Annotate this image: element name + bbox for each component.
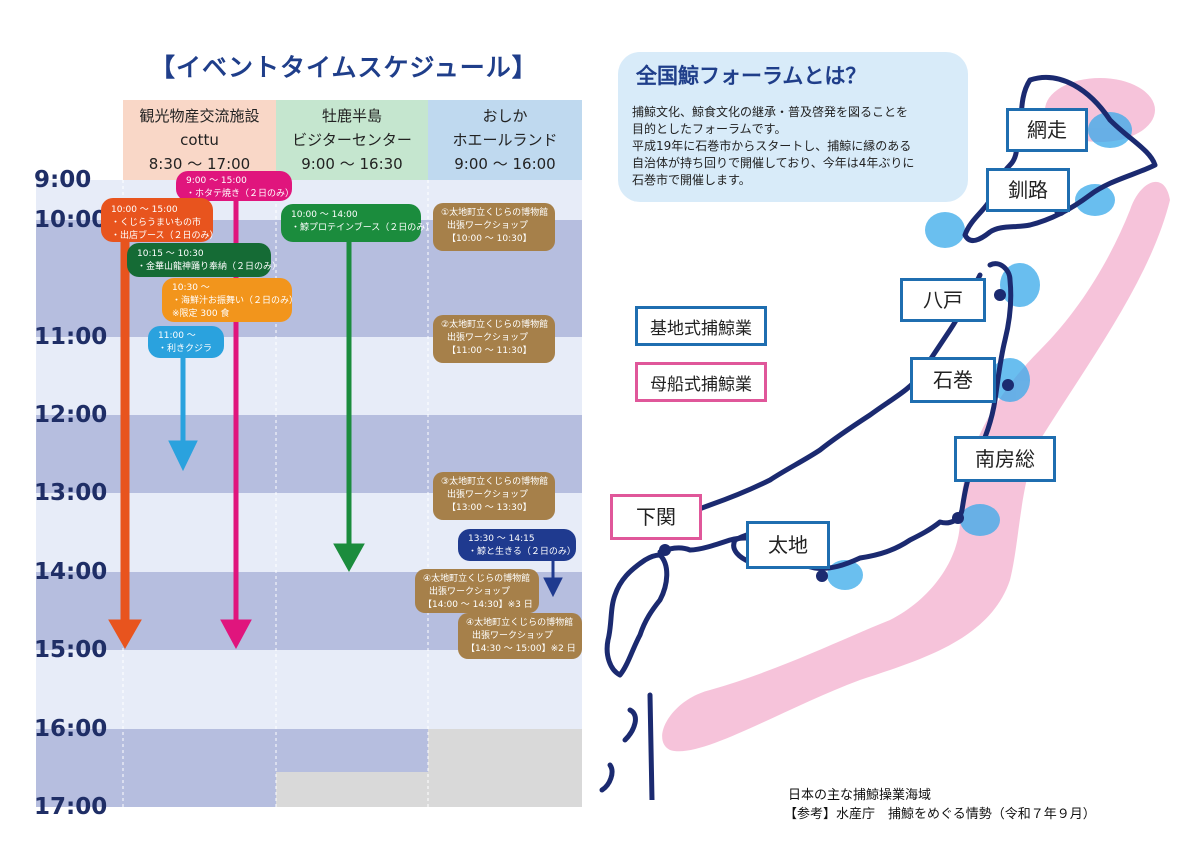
time-label: 10:00 <box>34 207 108 233</box>
venue-name: 牡鹿半島 <box>321 107 382 125</box>
forum-text-line: 目的としたフォーラムです。 <box>632 122 787 136</box>
venue-hours: 9:00 〜 16:30 <box>301 155 403 173</box>
event-time: 13:30 〜 14:15 <box>468 534 535 544</box>
port-kushiro: 釧路 <box>986 168 1070 212</box>
arrow-kikikujira <box>168 352 198 472</box>
forum-text-line: 自治体が持ち回りで開催しており、今年は4年ぶりに <box>632 156 915 170</box>
venue-hours: 9:00 〜 16:00 <box>454 155 556 173</box>
caption-source: 【参考】水産庁 捕鯨をめぐる情勢（令和７年９月） <box>784 807 1096 822</box>
venue-subname: ホエールランド <box>452 131 558 149</box>
workshop-subtitle: 出張ワークショップ <box>447 490 529 500</box>
venue-subname: cottu <box>180 131 219 149</box>
event-time: 11:00 〜 <box>158 331 196 341</box>
time-label: 17:00 <box>34 794 108 820</box>
port-hachinohe: 八戸 <box>900 278 986 322</box>
arrow-kujira-market <box>108 240 142 650</box>
workshop-subtitle: 出張ワークショップ <box>472 631 554 641</box>
time-label: 11:00 <box>34 324 108 350</box>
forum-text-line: 平成19年に石巻市からスタートし、捕鯨に縁のある <box>632 139 912 153</box>
event-kikikujira: 11:00 〜 ・利きクジラ <box>148 326 224 358</box>
forum-text-line: 石巻市で開催します。 <box>632 173 751 187</box>
event-hotate: 9:00 〜 15:00 ・ホタテ焼き（２日のみ） <box>176 171 295 201</box>
time-label: 12:00 <box>34 402 108 428</box>
mothership-zone <box>662 181 1170 752</box>
event-label: ・くじらうまいもの市 <box>111 218 202 228</box>
forum-title: 全国鯨フォーラムとは？ <box>636 64 867 88</box>
port-ishinomaki: 石巻 <box>910 357 996 403</box>
event-label: ・ホタテ焼き（２日のみ） <box>186 189 295 199</box>
event-workshop-4a: ④太地町立くじらの博物館 出張ワークショップ 【14:00 〜 14:30】※3… <box>415 569 539 613</box>
workshop-title: ②太地町立くじらの博物館 <box>441 320 549 330</box>
arrow-protein <box>333 230 365 573</box>
forum-description: 捕鯨文化、鯨食文化の継承・普及啓発を図ることを 目的としたフォーラムです。 平成… <box>632 104 914 189</box>
event-workshop-3: ③太地町立くじらの博物館 出張ワークショップ 【13:00 〜 13:30】 <box>433 472 555 520</box>
event-time: 9:00 〜 15:00 <box>186 176 247 186</box>
venue-header-visitor-center: 牡鹿半島 ビジターセンター 9:00 〜 16:30 <box>276 100 428 180</box>
workshop-time: 【14:30 〜 15:00】※2 日 <box>466 644 576 654</box>
event-kaisenjiru: 10:30 〜 ・海鮮汁お振舞い（２日のみ） ※限定 300 食 <box>162 278 299 322</box>
port-minamiboso: 南房総 <box>954 436 1056 482</box>
workshop-title: ④太地町立くじらの博物館 <box>423 574 531 584</box>
workshop-title: ④太地町立くじらの博物館 <box>466 618 574 628</box>
venue-header-whale-land: おしか ホエールランド 9:00 〜 16:00 <box>428 100 582 180</box>
legend-mothership-whaling: 母船式捕鯨業 <box>635 362 767 402</box>
map-caption: 日本の主な捕鯨操業海域 【参考】水産庁 捕鯨をめぐる情勢（令和７年９月） <box>784 786 1096 824</box>
time-label: 16:00 <box>34 716 108 742</box>
event-label: ・鯨と生きる（２日のみ） <box>468 547 576 557</box>
workshop-title: ③太地町立くじらの博物館 <box>441 477 549 487</box>
event-kujira-market: 10:00 〜 15:00 ・くじらうまいもの市 ・出店ブース（２日のみ） <box>101 198 219 242</box>
event-kujira-ikiru: 13:30 〜 14:15 ・鯨と生きる（２日のみ） <box>458 529 576 561</box>
event-time: 10:30 〜 <box>172 283 210 293</box>
forum-text-line: 捕鯨文化、鯨食文化の継承・普及啓発を図ることを <box>632 105 909 119</box>
time-label: 14:00 <box>34 559 108 585</box>
event-workshop-1: ①太地町立くじらの博物館 出張ワークショップ 【10:00 〜 10:30】 <box>433 203 555 251</box>
workshop-subtitle: 出張ワークショップ <box>429 587 511 597</box>
forum-info-box: 全国鯨フォーラムとは？ 捕鯨文化、鯨食文化の継承・普及啓発を図ることを 目的とし… <box>618 52 968 202</box>
workshop-time: 【14:00 〜 14:30】※3 日 <box>423 600 533 610</box>
event-time: 10:00 〜 15:00 <box>111 205 178 215</box>
event-kinkasan: 10:15 〜 10:30 ・金華山龍神踊り奉納（２日のみ） <box>127 243 282 277</box>
venue-subname: ビジターセンター <box>292 131 412 149</box>
workshop-subtitle: 出張ワークショップ <box>447 221 529 231</box>
japan-map <box>599 74 1170 800</box>
event-workshop-2: ②太地町立くじらの博物館 出張ワークショップ 【11:00 〜 11:30】 <box>433 315 555 363</box>
venue-header-cottu: 観光物産交流施設 cottu 8:30 〜 17:00 <box>123 100 276 180</box>
caption-title: 日本の主な捕鯨操業海域 <box>788 788 932 803</box>
port-abashiri: 網走 <box>1006 108 1088 152</box>
port-shimonoseki: 下関 <box>610 494 702 540</box>
venue-hours: 8:30 〜 17:00 <box>148 155 251 173</box>
port-taiji: 太地 <box>746 521 830 569</box>
workshop-time: 【10:00 〜 10:30】 <box>447 234 532 244</box>
event-workshop-4b: ④太地町立くじらの博物館 出張ワークショップ 【14:30 〜 15:00】※2… <box>458 613 582 659</box>
event-label: ・出店ブース（２日のみ） <box>111 231 219 241</box>
event-protein: 10:00 〜 14:00 ・鯨プロテインブース（２日のみ） <box>281 204 435 242</box>
event-note: ※限定 300 食 <box>172 309 230 319</box>
event-label: ・金華山龍神踊り奉納（２日のみ） <box>137 262 282 272</box>
workshop-title: ①太地町立くじらの博物館 <box>441 208 549 218</box>
time-label: 15:00 <box>34 637 108 663</box>
legend-base-whaling: 基地式捕鯨業 <box>635 306 767 346</box>
venue-name: 観光物産交流施設 <box>139 107 260 125</box>
workshop-time: 【11:00 〜 11:30】 <box>447 346 532 356</box>
event-time: 10:00 〜 14:00 <box>291 210 358 220</box>
event-time: 10:15 〜 10:30 <box>137 249 204 259</box>
workshop-subtitle: 出張ワークショップ <box>447 333 529 343</box>
event-label: ・鯨プロテインブース（２日のみ） <box>291 223 435 233</box>
workshop-time: 【13:00 〜 13:30】 <box>447 503 532 513</box>
event-label: ・海鮮汁お振舞い（２日のみ） <box>172 296 299 306</box>
time-label: 13:00 <box>34 480 108 506</box>
venue-name: おしか <box>482 107 528 125</box>
event-label: ・利きクジラ <box>158 344 213 354</box>
schedule-title: 【イベントタイムスケジュール】 <box>150 53 538 82</box>
time-label: 9:00 <box>34 167 92 193</box>
